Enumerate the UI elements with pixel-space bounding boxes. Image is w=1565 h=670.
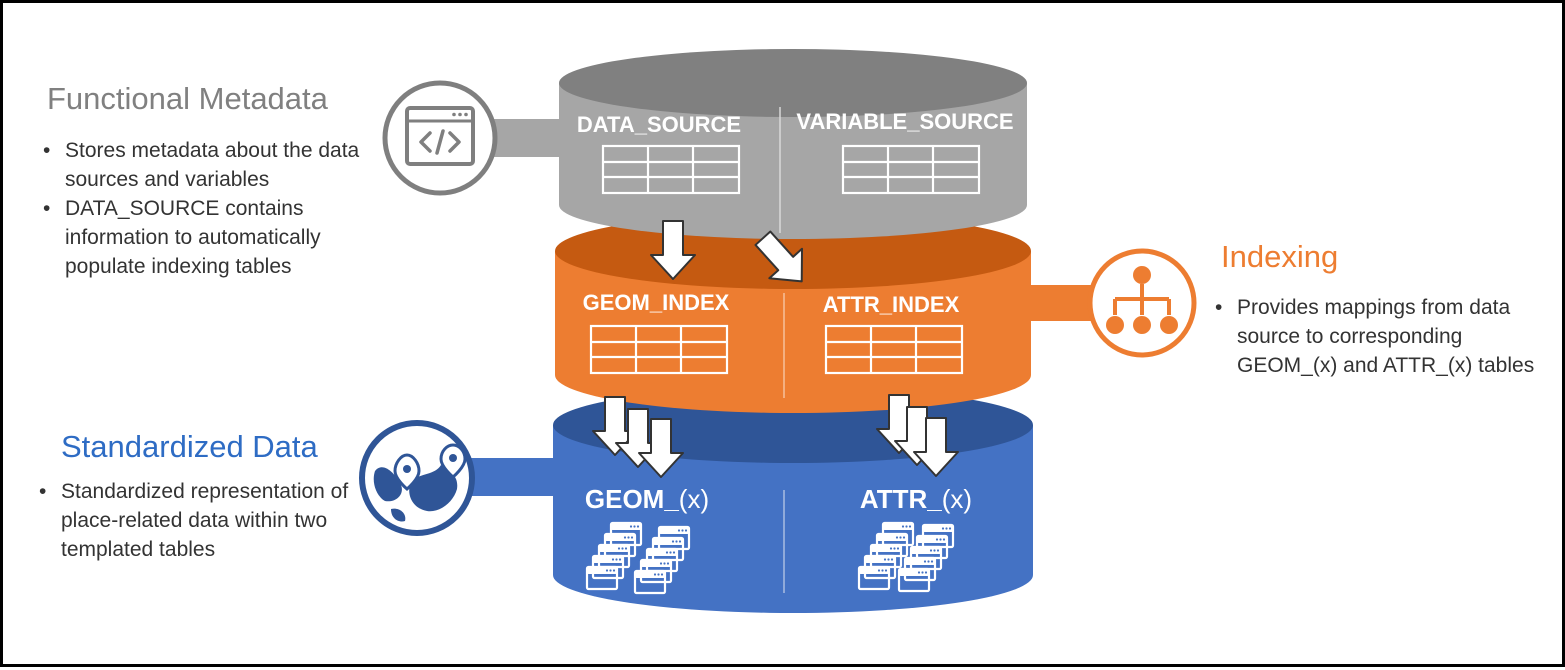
geom-x-prefix: GEOM_ xyxy=(584,484,679,514)
standardized-data-title: Standardized Data xyxy=(61,429,318,464)
diagram-canvas xyxy=(359,49,1197,613)
geom-x-suffix: (x) xyxy=(678,484,710,514)
functional-metadata-title: Functional Metadata xyxy=(47,81,328,116)
bullet-item: Standardized representation of place-rel… xyxy=(33,477,363,564)
attr-x-suffix: (x) xyxy=(941,484,973,514)
attr-index-label: ATTR_INDEX xyxy=(822,292,960,317)
attr-index-table-icon xyxy=(824,324,964,375)
bullet-item: Stores metadata about the data sources a… xyxy=(37,136,377,194)
functional-metadata-bullets: Stores metadata about the data sources a… xyxy=(37,136,377,281)
globe-location-icon xyxy=(359,420,475,536)
indexing-bullets: Provides mappings from data source to co… xyxy=(1209,293,1561,380)
geom-index-table-icon xyxy=(589,324,729,375)
data-source-table-icon xyxy=(601,144,741,195)
attr-x-label: ATTR_(x) xyxy=(860,484,972,515)
standardized-data-bullets: Standardized representation of place-rel… xyxy=(33,477,363,564)
variable-source-table-icon xyxy=(841,144,981,195)
bullet-item: DATA_SOURCE contains information to auto… xyxy=(37,194,377,281)
bullet-item: Provides mappings from data source to co… xyxy=(1209,293,1561,380)
data-source-label: DATA_SOURCE xyxy=(576,112,742,137)
variable-source-label: VARIABLE_SOURCE xyxy=(796,109,1014,134)
geom-index-label: GEOM_INDEX xyxy=(582,290,730,315)
functional-metadata-cylinder xyxy=(559,49,1027,239)
code-window-icon xyxy=(382,80,498,196)
connector-standardized xyxy=(465,458,561,496)
geom-x-label: GEOM_(x) xyxy=(585,484,709,515)
indexing-title: Indexing xyxy=(1221,239,1339,274)
hierarchy-icon xyxy=(1087,248,1197,358)
attr-x-prefix: ATTR_ xyxy=(859,484,942,514)
